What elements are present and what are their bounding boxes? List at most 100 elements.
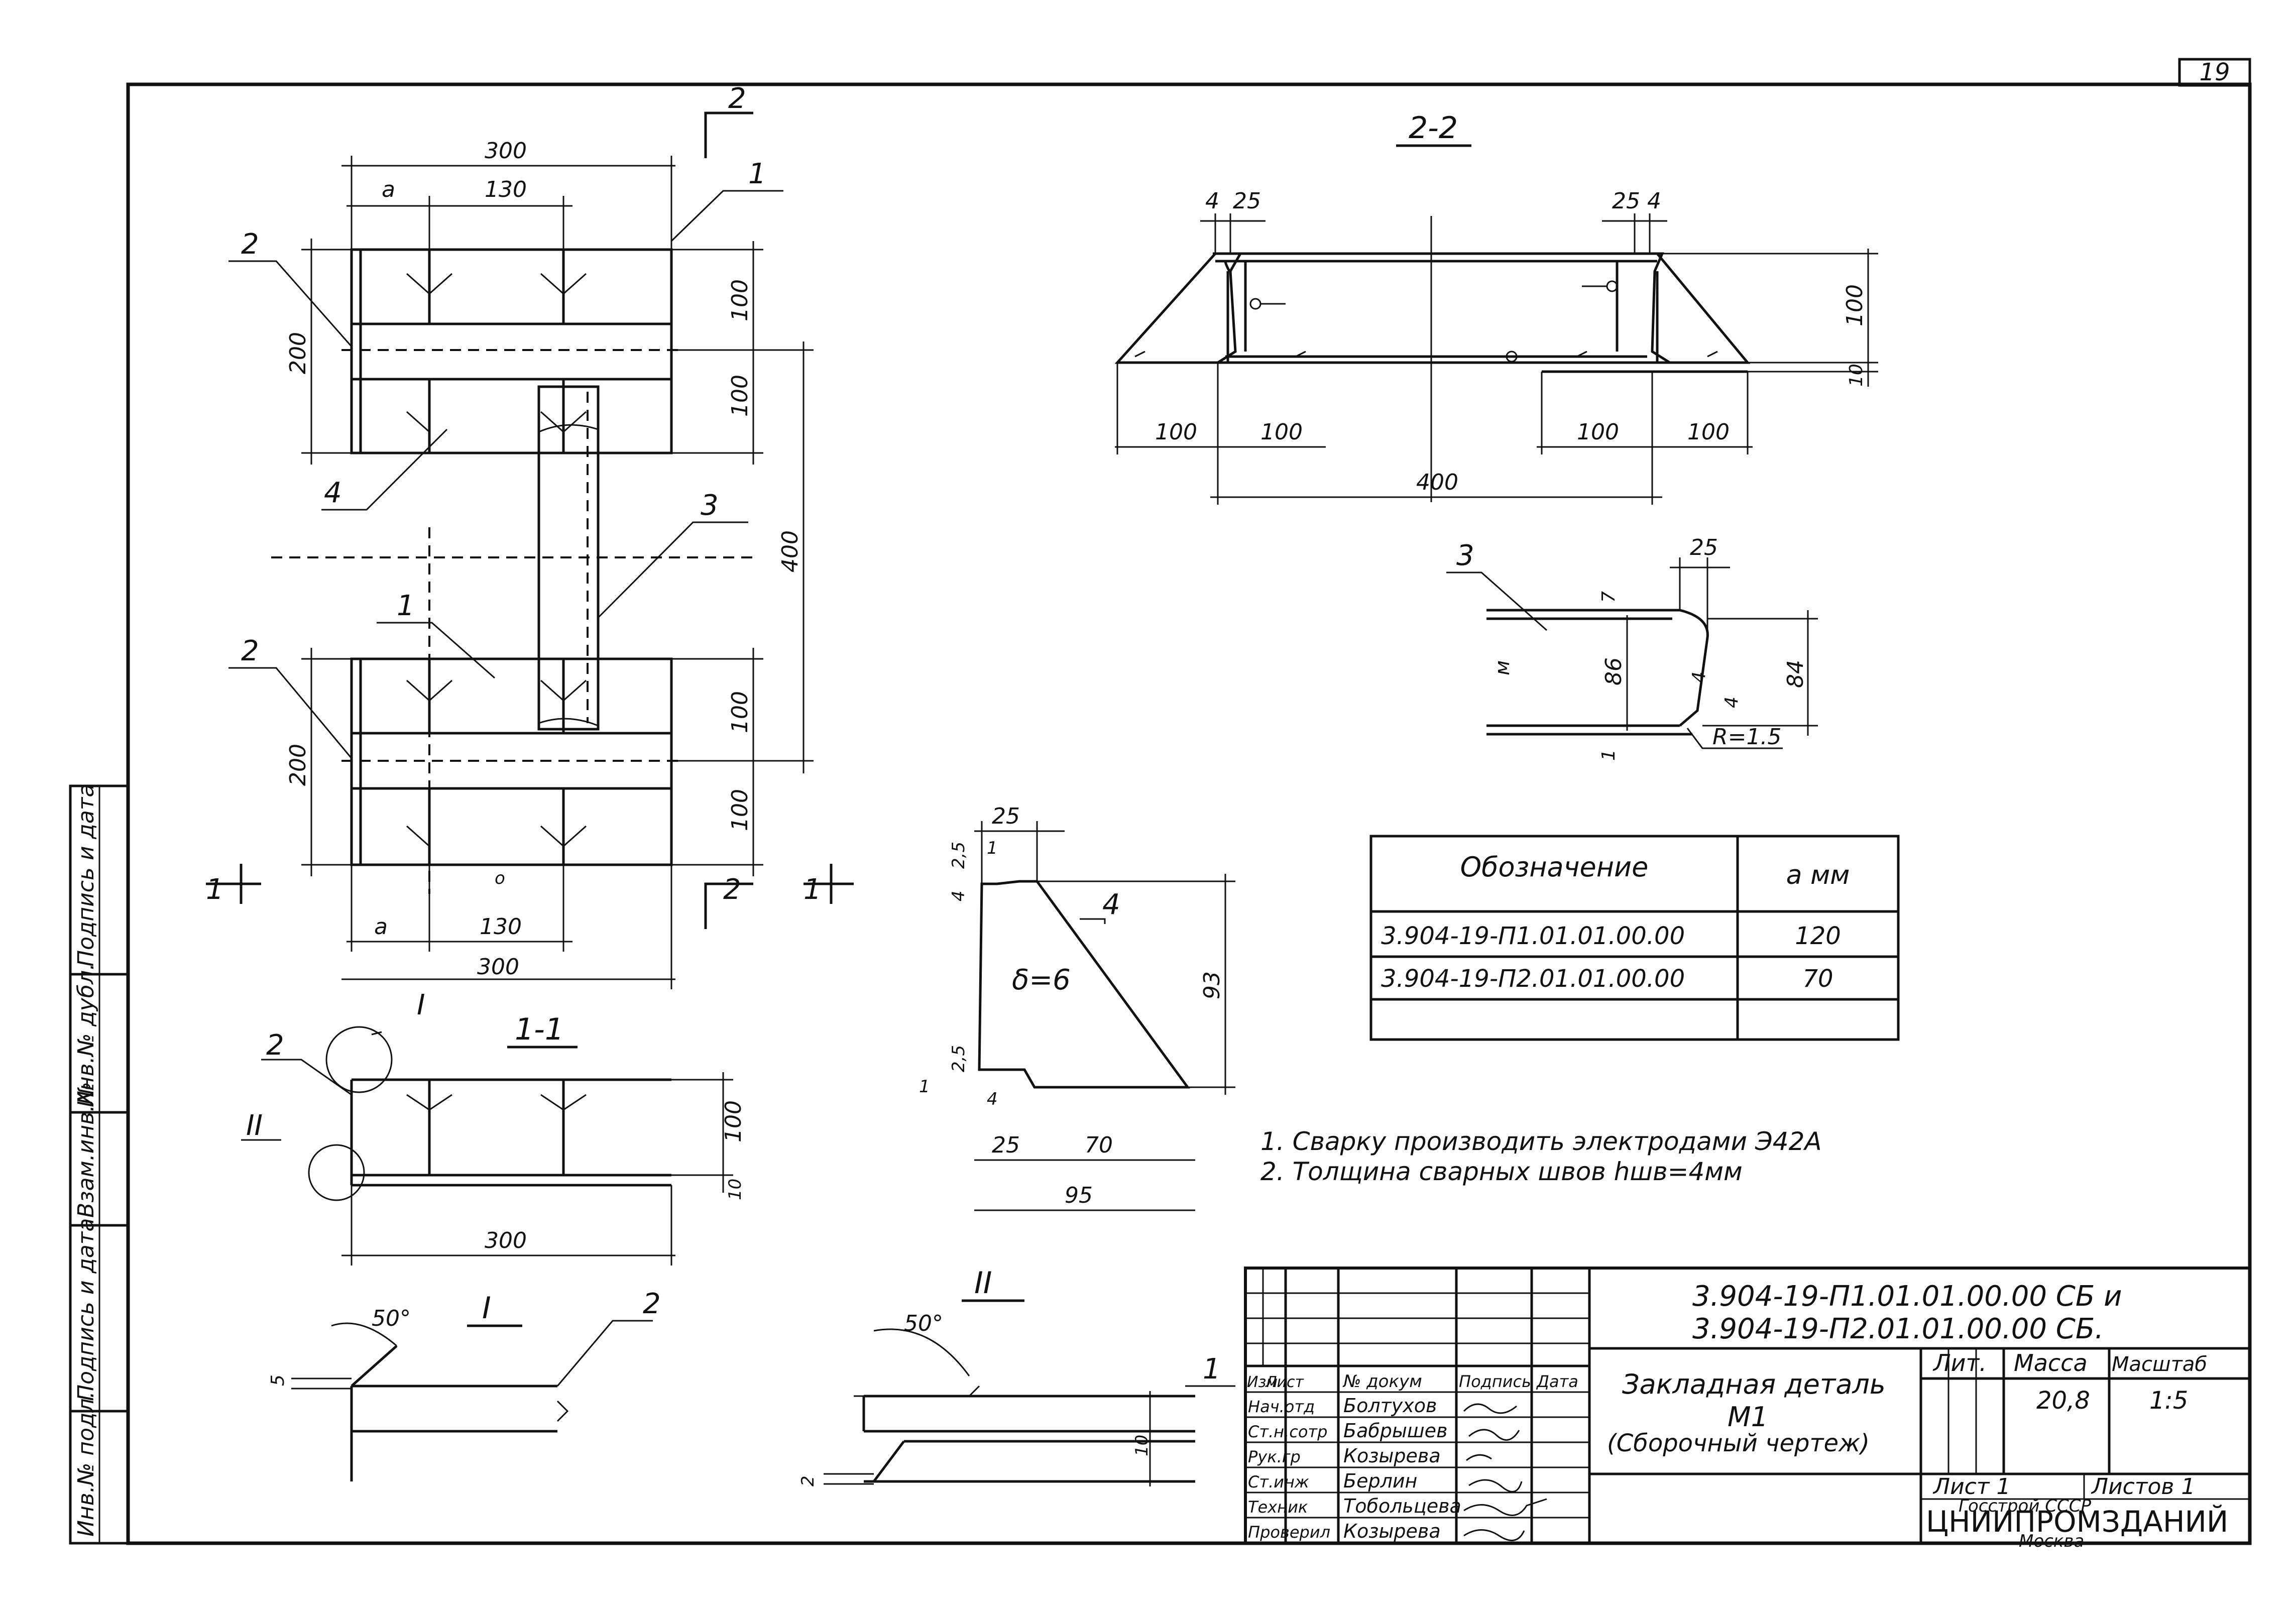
plan-dim-a-bottom: a bbox=[374, 914, 388, 940]
tb-org-1: Госстрой СССР bbox=[1959, 1496, 2091, 1516]
plan-leader-1-bottom: 1 bbox=[397, 590, 415, 622]
section-1-1-leader-2: 2 bbox=[266, 1029, 284, 1062]
detail-3-mark: м bbox=[1491, 660, 1514, 675]
tb-item-mark: М1 bbox=[1728, 1401, 1768, 1433]
tb-lit-label: Лит. bbox=[1932, 1349, 1987, 1376]
section-2-2-dim-100-b: 100 bbox=[1260, 419, 1303, 445]
section-1-1-callout-I: I bbox=[417, 989, 425, 1021]
stamp-inv-orig: Инв.№ подл. bbox=[73, 1391, 99, 1537]
tb-sheets: Листов 1 bbox=[2091, 1474, 2195, 1500]
tb-scale-label: Масштаб bbox=[2112, 1353, 2207, 1376]
detail-I: I 50° 5 2 bbox=[268, 1288, 661, 1481]
plan-dim-300-bottom: 300 bbox=[477, 954, 519, 980]
table-row-1-code: 3.904-19-П1.01.01.00.00 bbox=[1381, 922, 1685, 950]
plan-section-1-right: 1 bbox=[803, 873, 822, 906]
detail-II-dim-10: 10 bbox=[1132, 1435, 1152, 1456]
section-1-1-dim-100: 100 bbox=[721, 1100, 746, 1142]
tb-col-izm: Изм bbox=[1247, 1373, 1278, 1391]
plan-leader-2-top: 2 bbox=[241, 228, 259, 261]
detail-4-dim-1-top: 1 bbox=[987, 838, 998, 858]
detail-4-thickness: δ=6 bbox=[1012, 964, 1071, 996]
notes: 1. Сварку производить электродами Э42А 2… bbox=[1260, 1127, 1822, 1186]
note-2: 2. Толщина сварных швов hшв=4мм bbox=[1260, 1157, 1743, 1186]
section-2-2-dim-10-vert: 10 bbox=[1846, 364, 1867, 387]
detail-II-title: II bbox=[974, 1266, 992, 1301]
section-2-2-dim-100-d: 100 bbox=[1687, 419, 1730, 445]
detail-I-title: I bbox=[482, 1291, 491, 1326]
plan-section-2-bottom: 2 bbox=[723, 873, 741, 906]
section-2-2: 2-2 4 25 25 4 100 10 bbox=[1114, 110, 1878, 505]
detail-3-dim-86: 86 bbox=[1601, 657, 1627, 685]
detail-4-dim-2-5-top: 2,5 bbox=[949, 842, 969, 869]
plan-leader-2-bottom: 2 bbox=[241, 635, 259, 667]
plan-dim-100-a: 100 bbox=[727, 279, 753, 321]
detail-4-dim-93: 93 bbox=[1199, 971, 1225, 999]
tb-item-name: Закладная деталь bbox=[1622, 1368, 1886, 1400]
stamp-replace-inv: Взам.инв.№ bbox=[73, 1082, 99, 1218]
plan-dim-300-top: 300 bbox=[485, 138, 527, 164]
signatures bbox=[1463, 1403, 1547, 1541]
table-row-2-a: 70 bbox=[1802, 965, 1833, 993]
plan-dim-200-top: 200 bbox=[285, 332, 311, 374]
section-2-2-dim-25-left: 25 bbox=[1233, 188, 1261, 214]
side-stamp: Инв.№ подл. Подпись и дата Взам.инв.№ Ин… bbox=[69, 784, 130, 1545]
detail-4-dim-4-bottom: 4 bbox=[987, 1089, 998, 1109]
tb-role-5: Техник bbox=[1248, 1498, 1308, 1517]
plan-leader-4: 4 bbox=[324, 477, 342, 509]
tb-role-4: Ст.инж bbox=[1248, 1472, 1309, 1491]
tb-role-3: Рук.гр bbox=[1248, 1447, 1301, 1466]
tb-name-3: Козырева bbox=[1343, 1445, 1441, 1467]
detail-3-dim-7: 7 bbox=[1598, 591, 1619, 603]
tb-name-5: Тобольцева bbox=[1343, 1495, 1461, 1517]
tb-col-list: Лист bbox=[1265, 1373, 1305, 1391]
detail-4-dim-25-bottom: 25 bbox=[992, 1132, 1020, 1158]
section-2-2-dim-100-vert: 100 bbox=[1842, 284, 1868, 326]
page-number: 19 bbox=[2199, 58, 2230, 86]
plan-dim-a-top: a bbox=[382, 177, 395, 202]
tb-col-sign: Подпись bbox=[1459, 1372, 1531, 1391]
detail-4-dim-25-top: 25 bbox=[992, 804, 1020, 829]
tb-org-2: ЦНИИПРОМЗДАНИЙ bbox=[1926, 1504, 2228, 1539]
detail-3-dim-4-a: 4 bbox=[1689, 671, 1709, 683]
detail-4-label: 4 bbox=[1102, 888, 1120, 921]
plan-leader-1-top: 1 bbox=[748, 158, 766, 190]
plan-dim-400: 400 bbox=[777, 530, 803, 572]
tb-mass-value: 20,8 bbox=[2036, 1387, 2090, 1415]
tb-col-doc: № докум bbox=[1342, 1371, 1422, 1392]
section-1-1-title: 1-1 bbox=[515, 1012, 564, 1047]
tb-name-6: Козырева bbox=[1343, 1520, 1441, 1542]
plan-dim-130-top: 130 bbox=[485, 177, 527, 202]
section-2-2-dim-4-left: 4 bbox=[1205, 188, 1219, 214]
tb-city: Москва bbox=[2019, 1531, 2084, 1551]
detail-4-dim-2-5-bottom: 2,5 bbox=[949, 1045, 969, 1072]
section-1-1-callout-II: II bbox=[246, 1109, 263, 1142]
plan-dim-100-c: 100 bbox=[727, 691, 753, 733]
detail-3-dim-25: 25 bbox=[1690, 535, 1718, 560]
plan-view: 300 a 130 200 200 100 100 100 100 400 bbox=[206, 82, 854, 989]
section-2-2-dim-25-right: 25 bbox=[1612, 188, 1640, 214]
tb-col-date: Дата bbox=[1536, 1372, 1578, 1391]
section-2-2-dim-100-a: 100 bbox=[1155, 419, 1197, 445]
section-1-1-dim-10: 10 bbox=[725, 1179, 745, 1200]
plan-dim-130-bottom: 130 bbox=[480, 914, 522, 940]
plan-dim-200-bottom: 200 bbox=[285, 744, 311, 786]
detail-4-dim-70: 70 bbox=[1085, 1132, 1113, 1158]
detail-3: 3 84 86 25 7 1 4 4 R=1.5 м bbox=[1446, 535, 1818, 761]
detail-II-angle: 50° bbox=[904, 1311, 943, 1336]
stamp-inv-dup: Инв.№ дубл. bbox=[73, 963, 99, 1107]
tb-scale-value: 1:5 bbox=[2149, 1387, 2188, 1415]
plan-leader-3: 3 bbox=[701, 489, 719, 522]
detail-3-radius: R=1.5 bbox=[1712, 724, 1781, 750]
stamp-sign-date-2: Подпись и дата bbox=[73, 784, 99, 967]
section-2-2-title: 2-2 bbox=[1409, 110, 1458, 146]
table-row-2-code: 3.904-19-П2.01.01.00.00 bbox=[1381, 965, 1685, 993]
detail-4-dim-4-top: 4 bbox=[949, 890, 969, 901]
detail-II: II 50° 2 10 1 bbox=[798, 1266, 1235, 1486]
detail-4-dim-1-bottom: 1 bbox=[919, 1077, 930, 1097]
section-1-1-dim-300: 300 bbox=[485, 1228, 527, 1253]
detail-3-dim-84: 84 bbox=[1783, 660, 1808, 688]
detail-I-dim-5: 5 bbox=[268, 1374, 288, 1386]
note-1: 1. Сварку производить электродами Э42А bbox=[1260, 1127, 1822, 1156]
tb-mass-label: Масса bbox=[2014, 1349, 2088, 1376]
